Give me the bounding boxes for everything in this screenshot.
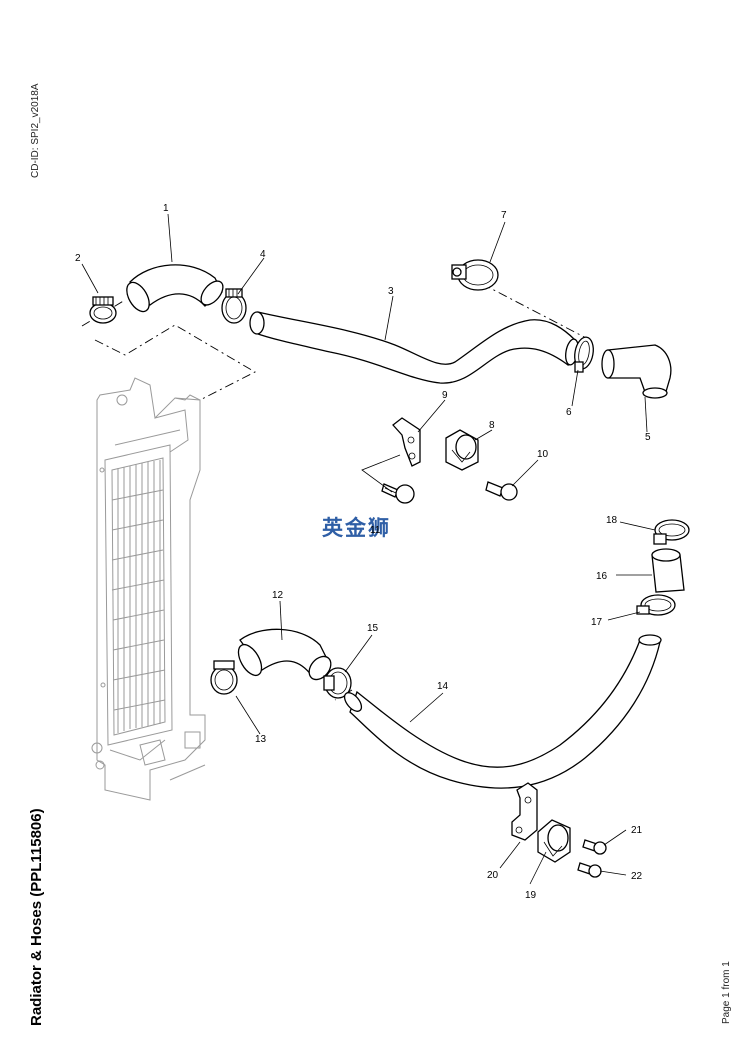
bolt-11 [381,483,415,504]
callout-17: 17 [591,617,603,628]
hose-clamp-7 [451,259,499,291]
bolt-10 [485,481,518,501]
elbow-hose-12 [237,628,332,681]
callout-7: 7 [501,210,507,221]
bracket-9 [392,417,421,467]
hose-clamp-18 [653,519,690,545]
elbow-hose-1 [126,264,224,313]
hose-clamp-13 [210,660,238,695]
callout-9: 9 [442,390,448,401]
callout-18: 18 [606,515,618,526]
bolt-22 [577,862,602,878]
bolt-21 [582,839,607,855]
callout-22: 22 [631,871,643,882]
callout-5: 5 [645,432,651,443]
callout-4: 4 [260,249,266,260]
callout-2: 2 [75,253,81,264]
callout-8: 8 [489,420,495,431]
hose-clamp-17 [636,594,676,616]
hose-clamp-4 [221,288,247,324]
callout-6: 6 [566,407,572,418]
short-hose-16 [651,548,685,593]
callout-10: 10 [537,449,549,460]
hose-clamp-2 [89,296,117,324]
callout-15: 15 [367,623,379,634]
leader-lines [81,213,656,885]
callout-11: 11 [370,525,381,536]
callout-19: 19 [525,890,537,901]
hose-clamp-6 [574,336,594,373]
hose-clamp-15 [323,667,352,699]
rubber-mount-19 [537,819,571,863]
callout-3: 3 [388,286,394,297]
radiator-ghost [91,377,206,801]
upper-hose-3 [249,311,579,384]
watermark-logo: 英金狮 [322,516,391,540]
rubber-mount-8 [445,429,479,471]
bracket-20 [511,782,538,841]
callout-16: 16 [596,571,608,582]
callout-numbers: 1 2 3 4 5 6 7 8 9 10 11 12 13 14 15 16 1… [75,203,651,901]
callout-20: 20 [487,870,499,881]
lower-hose-14 [343,634,662,789]
callout-13: 13 [255,734,267,745]
elbow-hose-5 [601,344,672,399]
callout-1: 1 [163,203,169,214]
callout-14: 14 [437,681,449,692]
callout-21: 21 [631,825,643,836]
callout-12: 12 [272,590,284,601]
